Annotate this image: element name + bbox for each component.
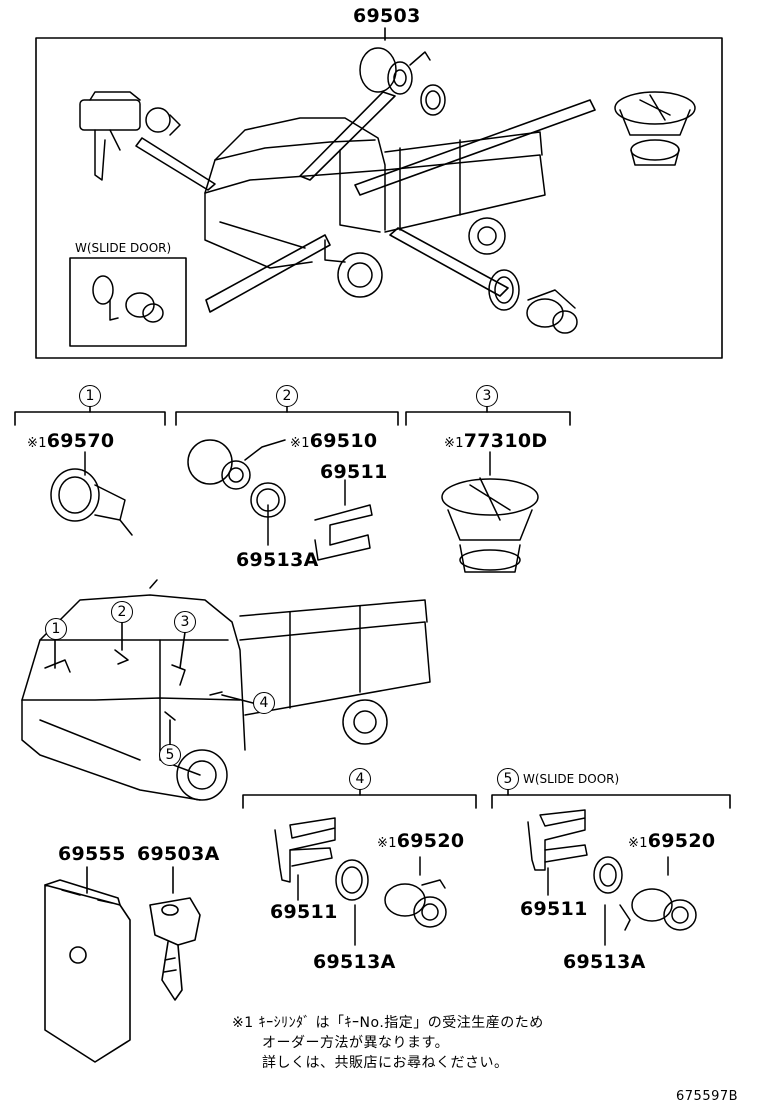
- truck-callout-1: 1: [45, 618, 67, 640]
- fuel-cap-icon: [441, 451, 539, 573]
- truck-illustration-bottom: [21, 579, 431, 801]
- ignition-switch-icon: [79, 91, 181, 181]
- part-label-69520: ※169520: [377, 830, 465, 852]
- section-bracket-4: [242, 794, 477, 809]
- part-label-69570: ※169570: [27, 430, 115, 452]
- slide-door-cylinder-icon: [593, 856, 697, 946]
- fuel-cap-icon: [614, 91, 696, 166]
- leader-line: [179, 631, 186, 669]
- back-door-cylinder-icon: [488, 269, 578, 334]
- group-callout-3: 3: [476, 385, 498, 407]
- door-lock-cylinder-icon: [359, 47, 446, 116]
- leader-band: [389, 227, 509, 297]
- leader-band: [135, 137, 216, 191]
- group-callout-2: 2: [276, 385, 298, 407]
- group-callout-1: 1: [79, 385, 101, 407]
- part-label-69513a: 69513A: [236, 549, 319, 571]
- part-label-69503a: 69503A: [137, 843, 220, 865]
- footnote-line-2: オーダー方法が異なります。: [262, 1035, 450, 1051]
- part-label-77310d: ※177310D: [444, 430, 548, 452]
- part-label-69513a: 69513A: [563, 951, 646, 973]
- diagram-code: 675597B: [676, 1089, 739, 1104]
- truck-callout-4: 4: [253, 692, 275, 714]
- leader-band: [299, 91, 396, 181]
- part-label-69510: ※169510: [290, 430, 378, 452]
- slide-door-cylinder-icon: [92, 275, 164, 323]
- door-hinge-bracket-icon: [527, 809, 588, 896]
- part-label-69513a: 69513A: [313, 951, 396, 973]
- slide-door-inset-label: W(SLIDE DOOR): [75, 241, 172, 255]
- footnote-line-3: 詳しくは、共販店にお尋ねください。: [262, 1055, 509, 1071]
- part-label-69520: ※169520: [628, 830, 716, 852]
- footnote-line-1: ※1 ｷｰｼﾘﾝﾀﾞ は「ｷｰNo.指定」の受注生産のため: [232, 1015, 544, 1031]
- part-label-69555: 69555: [58, 843, 126, 865]
- door-lock-cylinder-icon: [187, 439, 373, 561]
- slide-door-inset: [69, 257, 187, 347]
- assembly-part-number: 69503: [353, 5, 421, 27]
- truck-callout-3: 3: [174, 611, 196, 633]
- section-bracket-3: [405, 411, 571, 426]
- section-bracket-5: [491, 794, 731, 809]
- truck-callout-2: 2: [111, 601, 133, 623]
- door-hinge-bracket-icon: [274, 817, 336, 901]
- section-bracket-1: [14, 411, 166, 426]
- key-case-icon: [44, 866, 131, 1063]
- group-callout-4: 4: [349, 768, 371, 790]
- section-bracket-2: [175, 411, 399, 426]
- assembly-frame: [35, 37, 723, 359]
- leader-band: [205, 234, 331, 313]
- truck-illustration-top: [204, 117, 546, 298]
- group-5-label: W(SLIDE DOOR): [523, 772, 620, 786]
- part-label-69511: 69511: [520, 898, 588, 920]
- truck-callout-5: 5: [159, 744, 181, 766]
- leader-line: [221, 694, 254, 704]
- leader-band: [354, 99, 596, 196]
- ignition-switch-icon: [50, 451, 133, 536]
- door-lock-cylinder-icon: [335, 856, 447, 946]
- part-label-69511: 69511: [270, 901, 338, 923]
- group-callout-5: 5: [497, 768, 519, 790]
- part-label-69511: 69511: [320, 461, 388, 483]
- key-icon: [149, 866, 201, 1001]
